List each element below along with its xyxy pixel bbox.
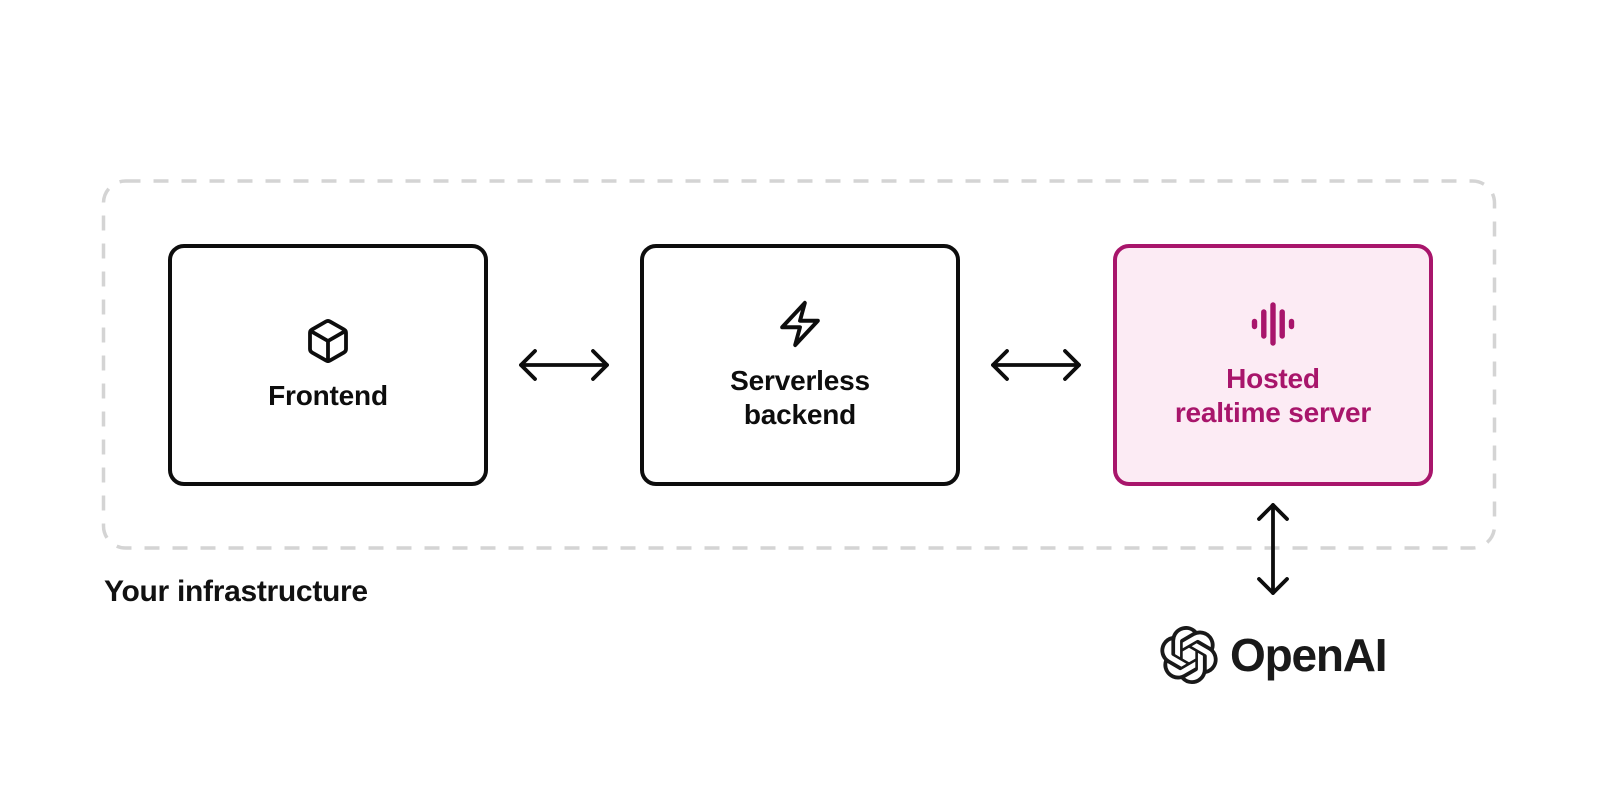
node-label-line: backend [743,399,857,430]
node-label-line: Frontend [268,380,388,411]
arrow-backend-realtime [991,349,1081,381]
node-frontend: Frontend [168,244,488,486]
node-label: Hosted realtime server [1175,362,1371,430]
node-hosted-realtime-server: Hosted realtime server [1113,244,1433,486]
node-label: Serverless backend [730,364,870,432]
waveform-icon [1251,302,1295,346]
openai-logo-icon [1160,626,1218,684]
node-label-line: realtime server [1174,397,1372,428]
node-serverless-backend: Serverless backend [640,244,960,486]
bolt-icon [780,300,820,348]
node-label: Frontend [268,379,388,413]
arrow-frontend-backend [519,349,609,381]
node-label-line: Hosted [1226,363,1320,394]
infrastructure-boundary [101,179,1497,550]
cube-icon [308,319,348,364]
openai-logo: OpenAI [1160,626,1388,684]
infrastructure-label: Your infrastructure [104,575,368,608]
openai-wordmark: OpenAI [1230,629,1388,681]
node-label-line: Serverless [730,365,870,396]
arrow-realtime-openai [1257,503,1289,595]
